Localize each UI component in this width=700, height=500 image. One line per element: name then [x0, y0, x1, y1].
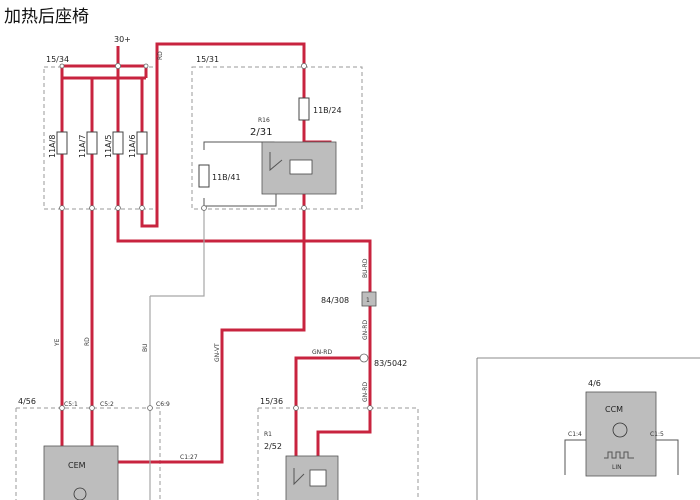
splice-dots [59, 63, 373, 411]
pin-c1-5: C1:5 [650, 431, 664, 438]
relay-box-15-36: 15/36 R1 2/52 [260, 397, 339, 500]
relay-r16-id: 2/31 [250, 127, 272, 138]
cem-name: CEM [68, 461, 86, 470]
lin-signal-icon [604, 451, 634, 459]
fuse-11a7: 11A/7 [78, 131, 98, 158]
fuse-11a8-label: 11A/8 [48, 135, 57, 158]
fuse-11a5-label: 11A/5 [104, 135, 113, 158]
relay-r16-tag: R16 [258, 117, 270, 124]
wire-label-rd-top: RD [157, 51, 164, 60]
wire-label-bu: BU [142, 343, 149, 352]
pin-c6-9: C6:9 [156, 401, 170, 408]
connector-84-308-id: 84/308 [321, 296, 349, 305]
connector-84-308: 1 84/308 [321, 291, 377, 307]
page-title: 加热后座椅 [4, 7, 89, 27]
fusebox-15-34-id: 15/34 [46, 55, 69, 64]
fuse-11a6-label: 11A/6 [128, 135, 137, 158]
pin-c1-4: C1:4 [568, 431, 582, 438]
red-wires [60, 42, 372, 488]
fuse-11a7-label: 11A/7 [78, 135, 87, 158]
relay-r1-tag: R1 [264, 431, 272, 438]
connector-84-308-pin: 1 [366, 297, 370, 304]
wire-label-gn-rd-lower: GN-RD [362, 382, 369, 402]
supply-label: 30+ [114, 35, 131, 44]
cem-body [43, 445, 119, 500]
ccm-name: CCM [605, 405, 623, 414]
wire-label-ye: YE [54, 338, 61, 347]
cem-id: 4/56 [18, 397, 36, 406]
ccm-processor-icon [612, 422, 628, 438]
fuse-11a5: 11A/5 [104, 131, 124, 158]
wire-label-gn-rd-vertical: GN-RD [362, 320, 369, 340]
pin-c1-27: C1:27 [180, 454, 198, 461]
fusebox-15-31-outline [191, 66, 363, 210]
pin-c5-1: C5:1 [64, 401, 78, 408]
fuse-11b41: 11B/41 [198, 164, 241, 188]
relay-r16: R16 2/31 [250, 117, 337, 195]
ccm-body [585, 391, 657, 477]
wire-label-gn-vt: GN-VT [214, 343, 221, 362]
wire-label-rd: RD [84, 337, 91, 346]
cem-outline [15, 407, 161, 500]
fuse-11b41-label: 11B/41 [212, 173, 241, 182]
splice-83-5042: 83/5042 [359, 353, 407, 368]
ccm-module: 4/6 CCM LIN C1:4 C1:5 [568, 379, 664, 477]
cem-module: 4/56 CEM C5:1 C5:2 C6:9 C1:27 [18, 397, 198, 500]
wire-label-gn-rd-horizontal: GN-RD [312, 349, 332, 356]
gray-wires [149, 141, 679, 500]
ccm-lin-label: LIN [612, 464, 622, 471]
cem-processor-icon [73, 487, 87, 500]
fusebox-15-31-id: 15/31 [196, 55, 219, 64]
relay-r1-id: 2/52 [264, 442, 282, 451]
ccm-outline [476, 357, 700, 500]
fuse-11b24: 11B/24 [298, 97, 342, 121]
fuse-11a6: 11A/6 [128, 131, 148, 158]
relay-box-15-36-outline [257, 407, 419, 500]
ccm-id: 4/6 [588, 379, 601, 388]
relay-box-id: 15/36 [260, 397, 283, 406]
fuse-11b24-label: 11B/24 [313, 106, 342, 115]
splice-83-5042-id: 83/5042 [374, 359, 407, 368]
fuse-11a8: 11A/8 [48, 131, 68, 158]
pin-c5-2: C5:2 [100, 401, 114, 408]
wire-label-bu-rd: BU-RD [362, 258, 369, 278]
